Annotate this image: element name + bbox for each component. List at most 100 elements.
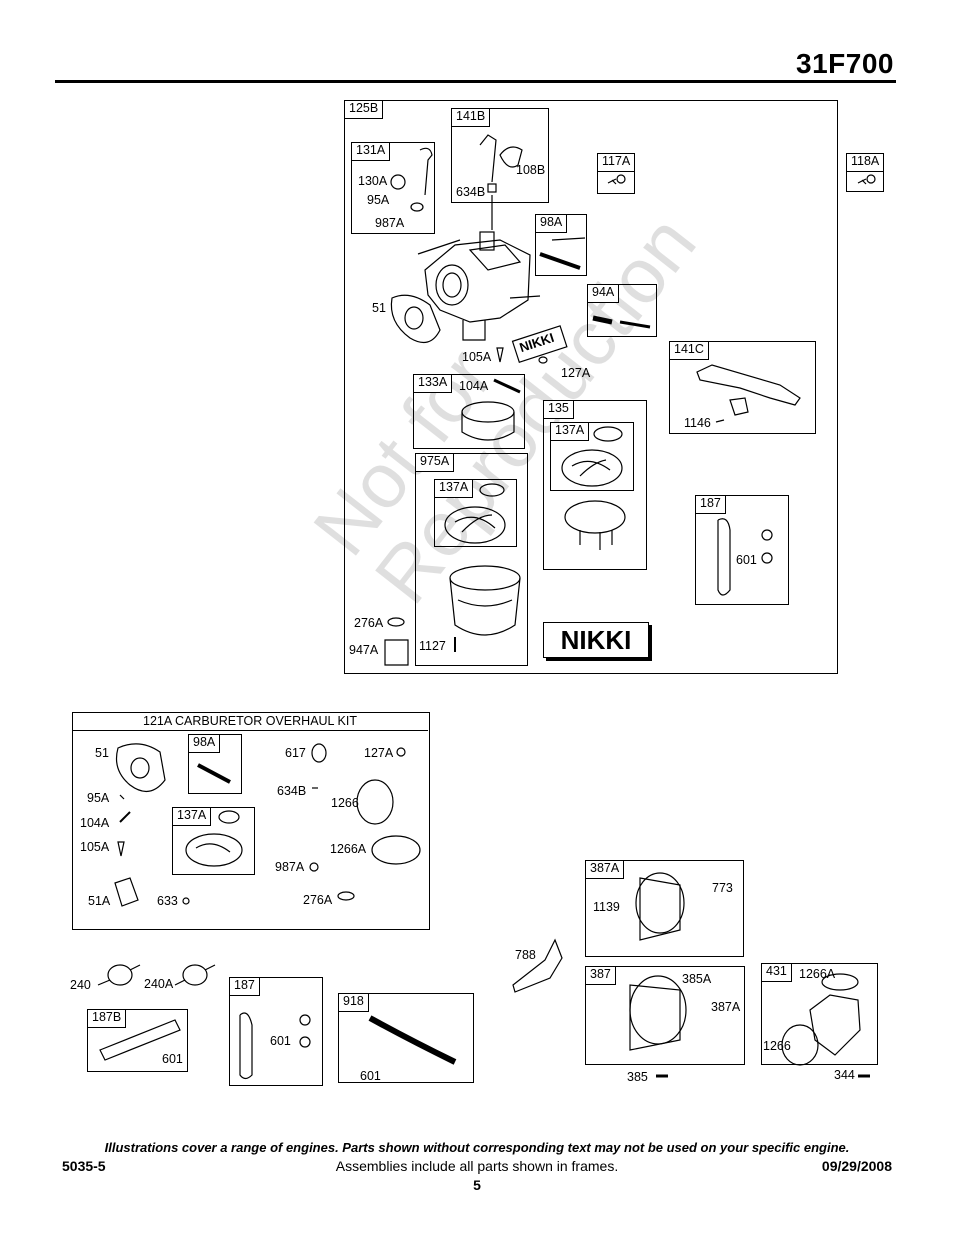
lower-parts-drawing <box>97 872 870 1080</box>
frame-918: 918 <box>338 993 474 1083</box>
footer-code: 5035-5 <box>62 1158 106 1174</box>
frame-tag: 118A <box>847 154 885 172</box>
part-label: 240 <box>70 978 91 992</box>
frame-387A: 387A <box>585 860 744 957</box>
part-label: 1266 <box>763 1039 791 1053</box>
frame-tag: 431 <box>762 964 792 982</box>
washer-drawing <box>390 174 406 190</box>
part-label: 127A <box>561 366 591 380</box>
part-label: 276A <box>303 893 333 907</box>
frame-187: 187 <box>695 495 789 605</box>
frame-tag: 187B <box>88 1010 127 1028</box>
frame-137A: 137A <box>434 479 517 547</box>
part-label: 385A <box>682 972 712 986</box>
part-label: 51 <box>372 301 386 315</box>
shaft-drawing <box>419 147 433 196</box>
footer-note: Illustrations cover a range of engines. … <box>104 1140 850 1155</box>
frame-133A: 133A <box>413 374 525 449</box>
header-rule <box>55 80 896 83</box>
fuel-line-drawing <box>717 518 731 596</box>
part-label: 601 <box>736 553 757 567</box>
frame-117A: 117A <box>597 153 636 194</box>
screw-drawing <box>607 174 876 185</box>
frame-137A: 137A <box>550 422 634 491</box>
footer-date: 09/29/2008 <box>821 1158 892 1174</box>
part-label: 601 <box>360 1069 381 1083</box>
part-label: 601 <box>162 1052 183 1066</box>
frame-tag: 135 <box>544 401 574 419</box>
part-label: 104A <box>80 816 110 830</box>
part-label: 987A <box>375 216 405 230</box>
frame-tag: 187 <box>696 496 726 514</box>
frame-tag: 387 <box>586 967 616 985</box>
frame-135: 135 <box>543 400 647 570</box>
part-label: 240A <box>144 977 174 991</box>
part-label: 51A <box>88 894 111 908</box>
choke-lever-drawing <box>696 364 801 406</box>
part-label: 617 <box>285 746 306 760</box>
part-label: 95A <box>87 791 110 805</box>
part-label: 344 <box>834 1068 855 1082</box>
frame-187B: 187B <box>87 1009 188 1072</box>
frame-tag: 131A <box>352 143 391 161</box>
gasket-drawing <box>390 294 441 344</box>
part-label: 130A <box>358 174 388 188</box>
throttle-shaft-drawing <box>479 134 497 183</box>
idle-screw-drawing <box>539 252 581 270</box>
float-drawing <box>461 378 521 441</box>
frame-tag: 137A <box>173 808 212 826</box>
frame-tag: 98A <box>536 215 568 233</box>
part-label: 773 <box>712 881 733 895</box>
part-label: 51 <box>95 746 109 760</box>
frame-tag: 137A <box>551 423 590 441</box>
frame-387: 387 <box>585 966 745 1065</box>
part-label: 634B <box>456 185 486 199</box>
nikki-tag-drawing <box>511 325 568 363</box>
frame-tag: 133A <box>414 375 453 393</box>
frame-tag: 975A <box>416 454 455 472</box>
frame-tag: 387A <box>586 861 625 879</box>
part-label: 95A <box>367 193 390 207</box>
frame-tag: 137A <box>435 480 474 498</box>
part-label: 788 <box>515 948 536 962</box>
frame-tag: 141C <box>670 342 709 360</box>
frame-431: 431 <box>761 963 878 1065</box>
kit-title: 121A CARBURETOR OVERHAUL KIT <box>72 712 428 731</box>
part-label: 947A <box>349 643 379 657</box>
part-label: 387A <box>711 1000 741 1014</box>
frame-131A: 131A <box>351 142 435 234</box>
part-label: 127A <box>364 746 394 760</box>
frame-975A: 975A <box>415 453 528 666</box>
part-label: 1266A <box>330 842 367 856</box>
part-label: 1266 <box>331 796 359 810</box>
part-label: 1139 <box>593 900 620 914</box>
kit-parts-drawing <box>114 743 421 907</box>
kit-frame-137A: 137A <box>172 807 255 875</box>
part-label: 108B <box>516 163 546 177</box>
part-label: 987A <box>275 860 305 874</box>
brand-logo: NIKKI <box>543 622 649 658</box>
frame-tag: 98A <box>189 735 221 753</box>
carburetor-body-drawing <box>417 231 586 341</box>
frame-141C: 141C <box>669 341 816 434</box>
frame-tag: 918 <box>339 994 369 1012</box>
frame-tag: 117A <box>598 154 636 172</box>
page-number: 5 <box>473 1177 481 1193</box>
part-label: 104A <box>459 379 489 393</box>
frame-tag: 187 <box>230 978 260 996</box>
frame-125B: 125B <box>344 100 838 674</box>
frame-tag: 125B <box>345 101 384 119</box>
kit-frame <box>72 712 430 930</box>
part-label: 385 <box>627 1070 648 1084</box>
part-label: 634B <box>277 784 307 798</box>
part-label: 105A <box>462 350 492 364</box>
page-title: 31F700 <box>796 48 894 79</box>
frame-141B: 141B <box>451 108 549 203</box>
frame-187: 187 <box>229 977 323 1086</box>
frame-tag: 141B <box>452 109 491 127</box>
part-label: 105A <box>80 840 110 854</box>
frame-98A: 98A <box>535 214 587 276</box>
part-label: 1146 <box>684 416 711 430</box>
frame-94A: 94A <box>587 284 657 337</box>
